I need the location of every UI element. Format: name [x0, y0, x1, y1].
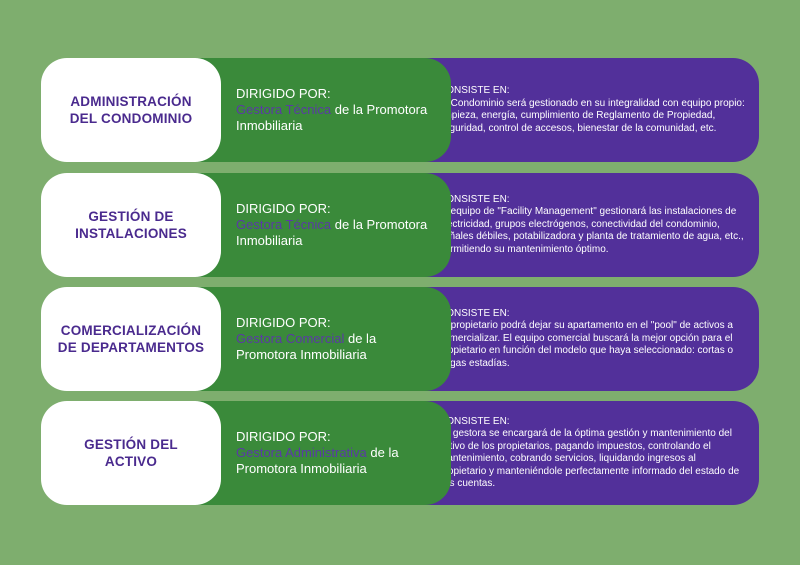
directed-by-text: Gestora Técnica de la Promotora Inmobili… — [236, 102, 433, 134]
role-name: Gestora Técnica — [236, 102, 332, 117]
row-title: ADMINISTRACIÓN DEL CONDOMINIO — [69, 94, 193, 126]
directed-by-label: DIRIGIDO POR: — [236, 86, 331, 101]
role-suffix: de la Promotora Inmobiliaria — [236, 331, 377, 362]
description-label: CONSISTE EN: — [439, 415, 510, 427]
description-text: El Condominio será gestionado en su inte… — [439, 97, 745, 134]
description-text: El propietario podrá dejar su apartament… — [439, 320, 734, 369]
title-box: GESTIÓN DE INSTALACIONES — [41, 173, 221, 277]
role-name: Gestora Técnica — [236, 217, 332, 232]
description-text: La gestora se encargará de la óptima ges… — [439, 428, 740, 489]
description-text: El equipo de "Facility Management" gesti… — [439, 206, 744, 255]
role-suffix: de la Promotora Inmobiliaria — [236, 445, 399, 476]
description-box: CONSISTE EN: La gestora se encargará de … — [391, 401, 759, 505]
role-suffix: de la Promotora Inmobiliaria — [236, 102, 428, 133]
title-box: GESTIÓN DEL ACTIVO — [41, 401, 221, 505]
role-suffix: de la Promotora Inmobiliaria — [236, 217, 428, 248]
directed-by-text: Gestora Comercial de la Promotora Inmobi… — [236, 331, 433, 363]
description-box: CONSISTE EN: El propietario podrá dejar … — [391, 287, 759, 391]
row-gestion-activo: CONSISTE EN: La gestora se encargará de … — [41, 401, 759, 505]
row-title: COMERCIALIZACIÓN DE DEPARTAMENTOS — [57, 323, 205, 355]
role-name: Gestora Comercial — [236, 331, 345, 346]
description-label: CONSISTE EN: — [439, 193, 510, 205]
row-instalaciones: CONSISTE EN: El equipo de "Facility Mana… — [41, 173, 759, 277]
directed-by-text: Gestora Técnica de la Promotora Inmobili… — [236, 217, 433, 249]
description-box: CONSISTE EN: El Condominio será gestiona… — [391, 58, 759, 162]
title-box: COMERCIALIZACIÓN DE DEPARTAMENTOS — [41, 287, 221, 391]
row-title: GESTIÓN DE INSTALACIONES — [75, 209, 187, 241]
row-administracion: CONSISTE EN: El Condominio será gestiona… — [41, 58, 759, 162]
title-box: ADMINISTRACIÓN DEL CONDOMINIO — [41, 58, 221, 162]
description-label: CONSISTE EN: — [439, 307, 510, 319]
directed-by-label: DIRIGIDO POR: — [236, 315, 331, 330]
directed-by-label: DIRIGIDO POR: — [236, 201, 331, 216]
description-label: CONSISTE EN: — [439, 85, 510, 96]
directed-by-label: DIRIGIDO POR: — [236, 429, 331, 444]
row-title: GESTIÓN DEL ACTIVO — [84, 437, 178, 469]
row-comercializacion: CONSISTE EN: El propietario podrá dejar … — [41, 287, 759, 391]
description-box: CONSISTE EN: El equipo de "Facility Mana… — [391, 173, 759, 277]
role-name: Gestora Administrativa — [236, 445, 367, 460]
directed-by-text: Gestora Administrativa de la Promotora I… — [236, 445, 433, 477]
